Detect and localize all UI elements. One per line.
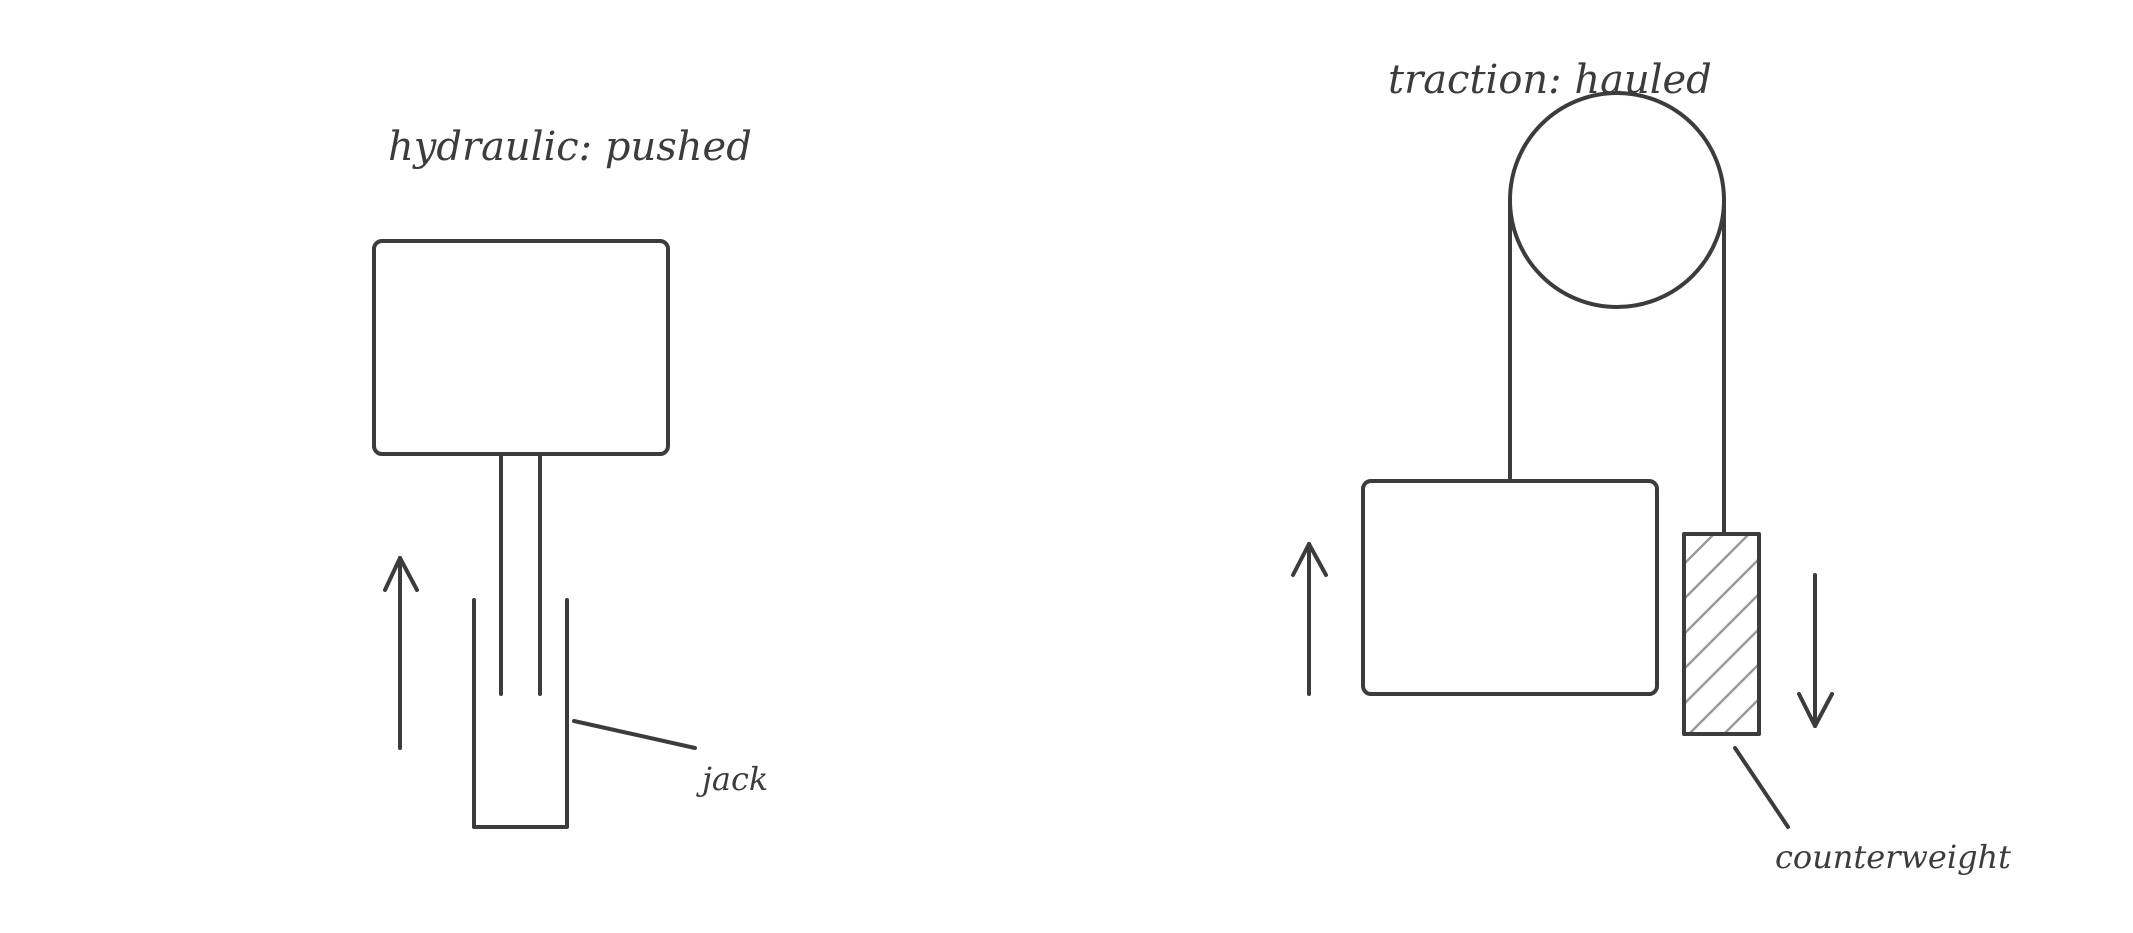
- jack-leader-line: [572, 719, 697, 750]
- jack-label: jack: [696, 760, 768, 798]
- hydraulic-system: hydraulic: pushed jack: [372, 124, 768, 829]
- counterweight-label: counterweight: [1775, 838, 2011, 876]
- counterweight-leader-line: [1733, 746, 1790, 829]
- hydraulic-title: hydraulic: pushed: [388, 124, 752, 170]
- traction-car: [1361, 479, 1659, 696]
- traction-sheave: [1508, 91, 1726, 309]
- traction-title: traction: hauled: [1388, 57, 1712, 103]
- traction-system: traction: hauled coun: [1291, 57, 2011, 876]
- traction-up-arrow: [1291, 542, 1328, 696]
- counterweight-hatch: [1684, 534, 1759, 734]
- hydraulic-piston: [499, 452, 542, 696]
- counterweight-block: [1682, 532, 1761, 736]
- counterweight-down-arrow: [1797, 573, 1834, 728]
- hydraulic-up-arrow: [383, 556, 419, 750]
- hydraulic-jack-cylinder: [472, 598, 569, 829]
- counterweight: [1682, 532, 1761, 736]
- hydraulic-car: [372, 239, 670, 456]
